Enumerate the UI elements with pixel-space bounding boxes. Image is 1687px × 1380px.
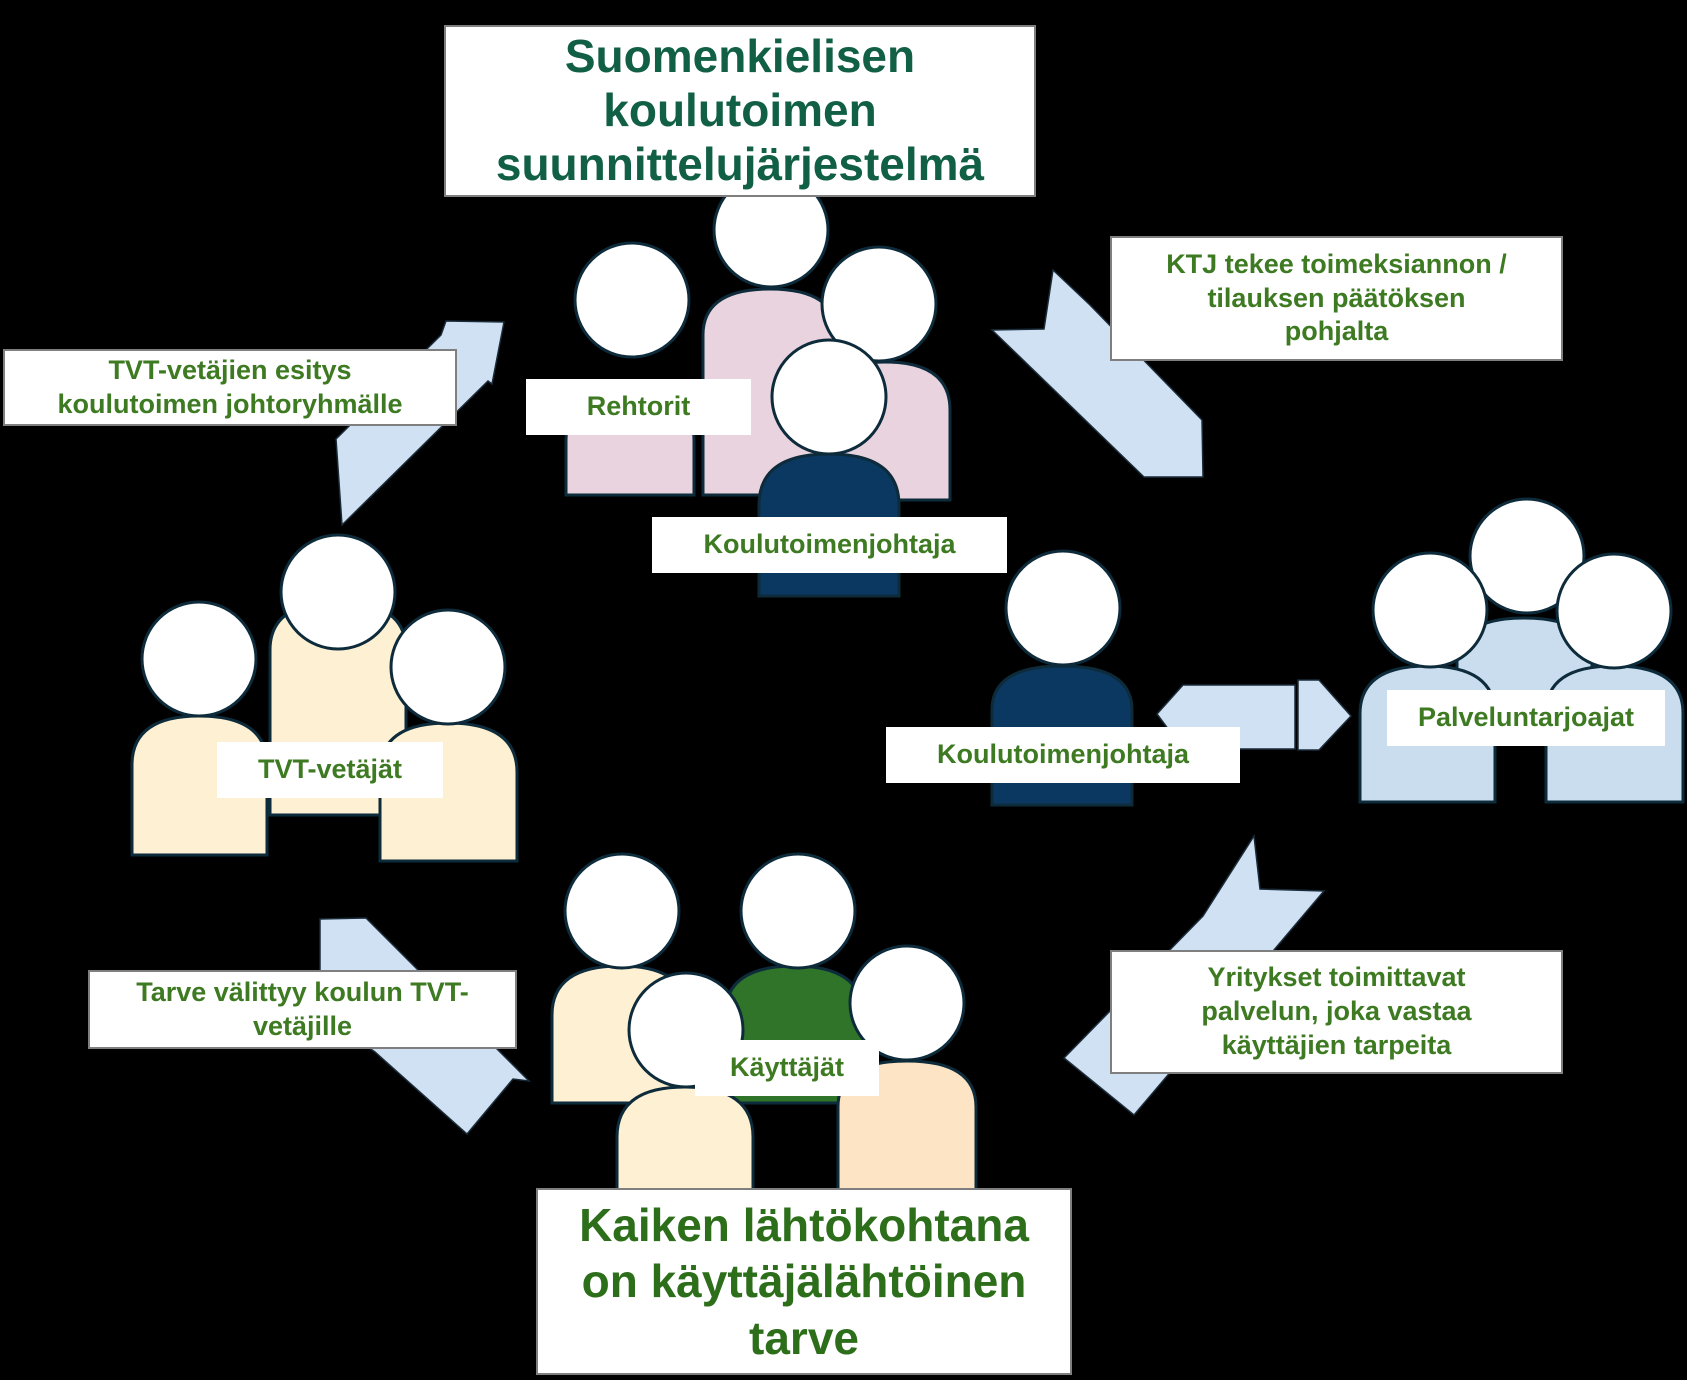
- tvt-head: [279, 533, 397, 651]
- users-group: [550, 852, 978, 1192]
- rehtori-head: [820, 245, 938, 363]
- provider-head: [1371, 551, 1489, 669]
- provider-group: [1358, 497, 1685, 804]
- director-head: [770, 338, 888, 456]
- arrow-ktj-commission: [990, 268, 1204, 478]
- label-koulutoimenjohtaja-right: Koulutoimenjohtaja: [886, 727, 1240, 783]
- user-head: [848, 944, 966, 1062]
- user-head: [563, 852, 681, 970]
- diagram-footer-statement: Kaiken lähtökohtana on käyttäjälähtöinen…: [536, 1188, 1072, 1375]
- label-kayttajat: Käyttäjät: [695, 1040, 879, 1096]
- label-rehtorit: Rehtorit: [526, 379, 751, 435]
- user-body: [615, 1085, 755, 1192]
- caption-tvt-to-management: TVT-vetäjien esitys koulutoimen johtoryh…: [3, 349, 457, 426]
- caption-companies-deliver: Yritykset toimittavat palvelun, joka vas…: [1110, 950, 1563, 1074]
- provider-head: [1555, 552, 1673, 670]
- director-head: [1004, 549, 1122, 667]
- rehtori-head: [573, 241, 691, 359]
- label-koulutoimenjohtaja-top: Koulutoimenjohtaja: [652, 517, 1007, 573]
- tvt-head: [140, 600, 258, 718]
- provider-head: [1468, 497, 1586, 615]
- user-head: [739, 852, 857, 970]
- tvt-head: [389, 608, 507, 726]
- diagram-title: Suomenkielisen koulutoimen suunnittelujä…: [444, 25, 1036, 197]
- tvt-group: [130, 533, 519, 863]
- label-palveluntarjoajat: Palveluntarjoajat: [1387, 690, 1665, 746]
- caption-need-to-tvt: Tarve välittyy koulun TVT- vetäjille: [88, 970, 517, 1049]
- label-tvt-vetajat: TVT-vetäjät: [217, 742, 443, 798]
- arrow-director-provider-head: [1297, 679, 1353, 751]
- caption-ktj-commission: KTJ tekee toimeksiannon / tilauksen päät…: [1110, 236, 1563, 361]
